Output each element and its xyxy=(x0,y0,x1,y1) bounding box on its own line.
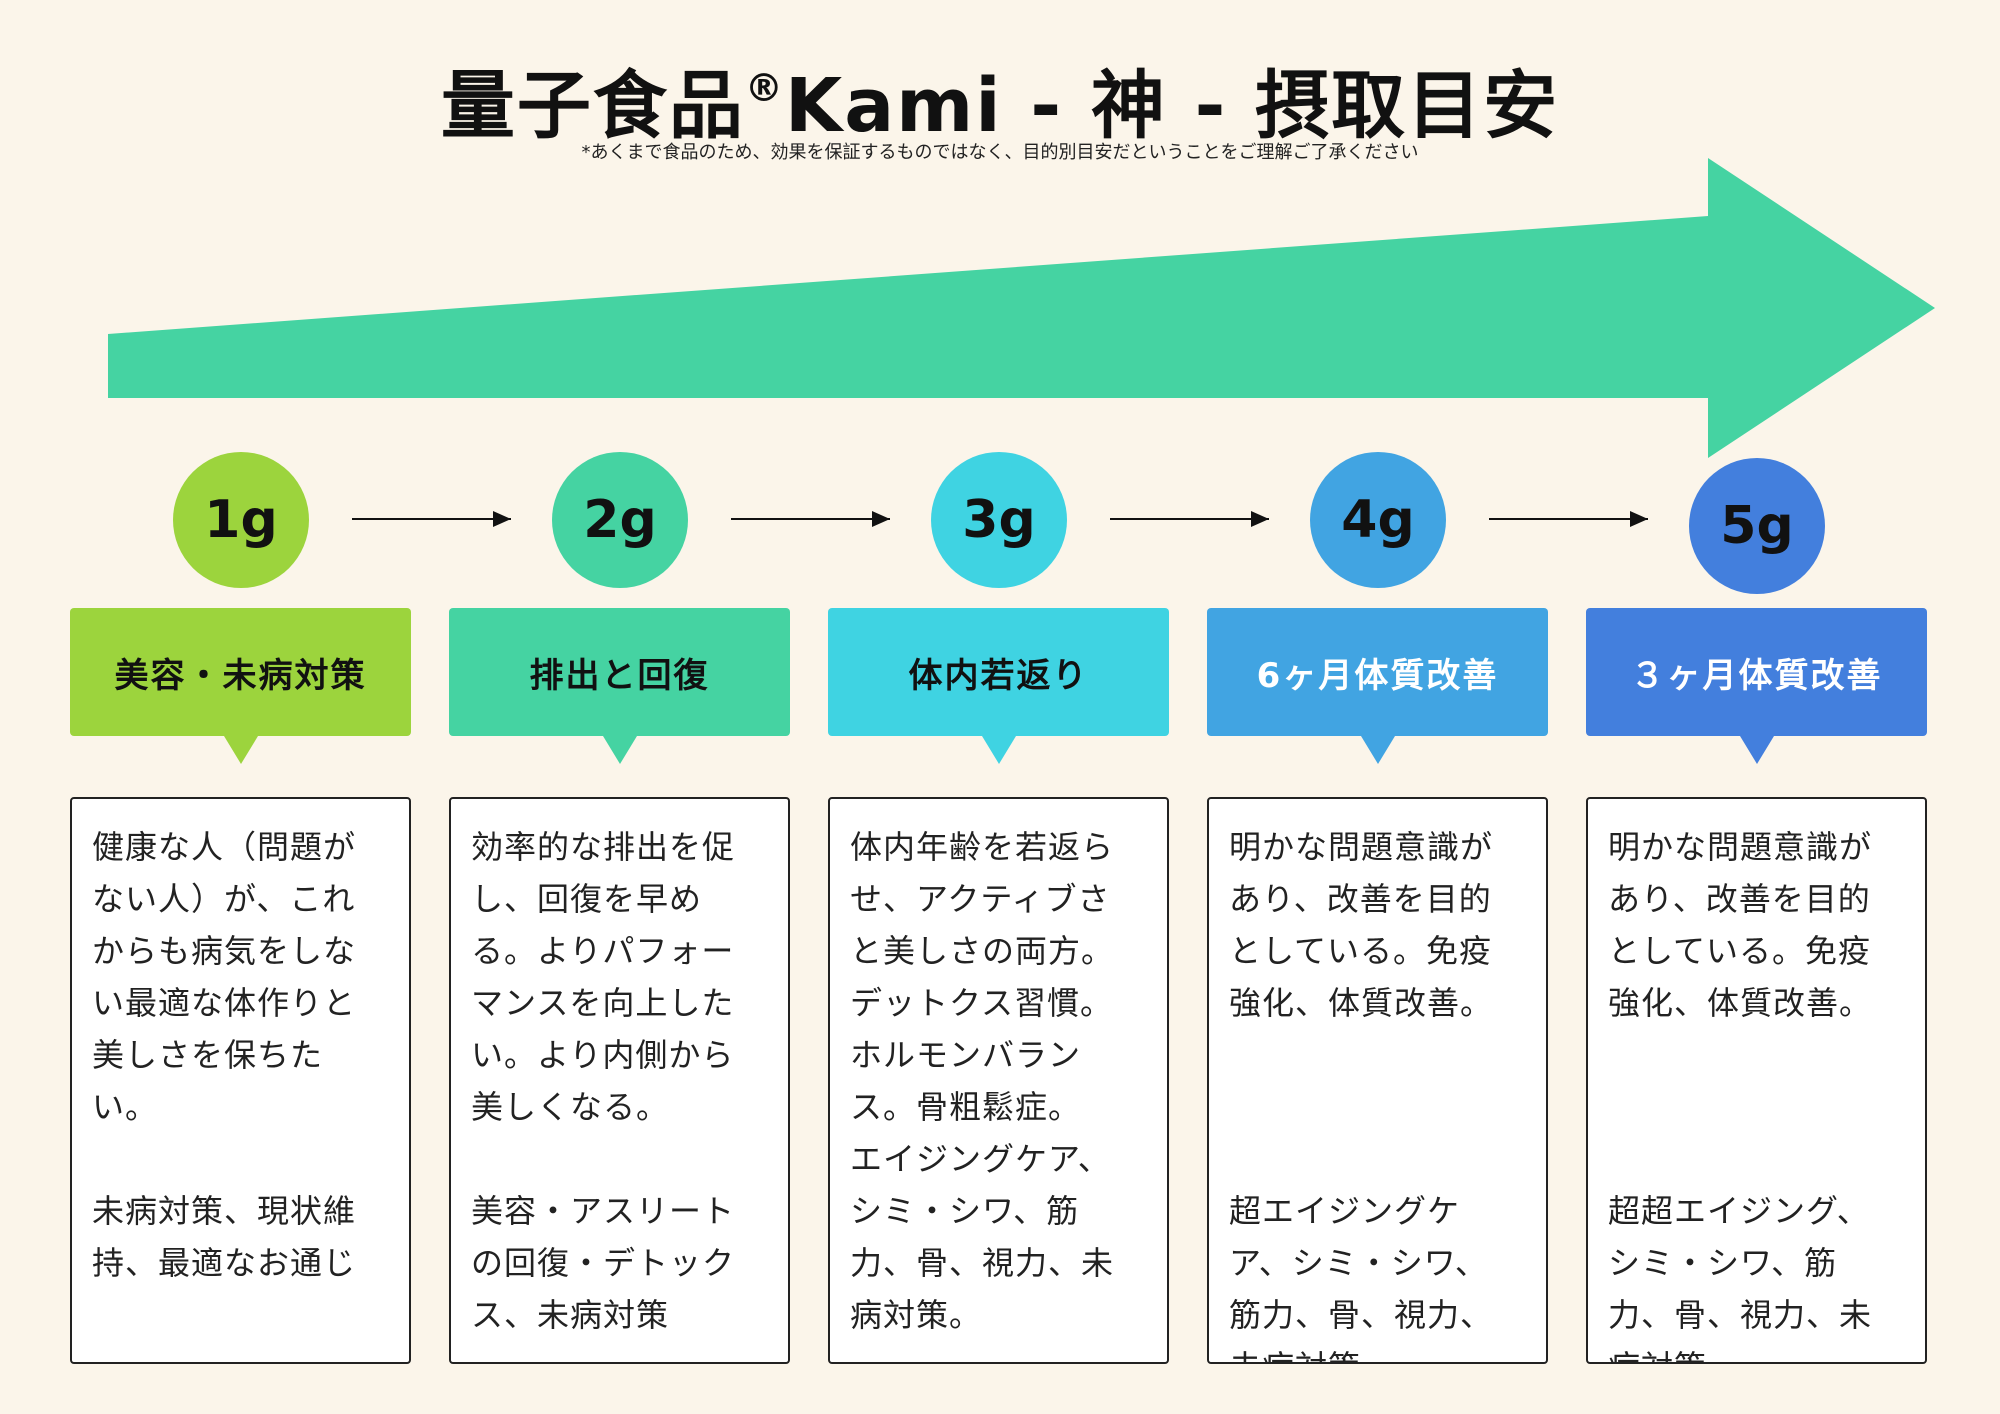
description-line: 明かな問題意識が xyxy=(1608,828,1873,866)
description-line: ア、シミ・シワ、 xyxy=(1229,1244,1488,1282)
label-text: 排出と回復 xyxy=(529,655,710,696)
description-line: 病対策。 xyxy=(1608,1341,1913,1362)
description-paragraph-1: 体内年齢を若返らせ、アクティブさと美しさの両方。デットクス習慣。ホルモンバランス… xyxy=(850,821,1155,1341)
description-line: あり、改善を目的 xyxy=(1229,880,1492,918)
description-line: 効率的な排出を促 xyxy=(471,828,736,866)
label-text: 体内若返り xyxy=(908,655,1089,696)
description-line: 明かな問題意識が xyxy=(1229,828,1494,866)
dose-circle-4g: 4g xyxy=(1310,452,1446,588)
description-line: 超超エイジング、 xyxy=(1608,1192,1870,1230)
description-card-1: 健康な人（問題がない人）が、これからも病気をしない最適な体作りと美しさを保ちたい… xyxy=(70,797,411,1364)
description-line: 筋力、骨、視力、 xyxy=(1229,1296,1494,1334)
description-line: 未病対策、現状維 xyxy=(92,1192,357,1230)
label-box-3: 体内若返り xyxy=(828,608,1169,764)
description-line: し、回復を早め xyxy=(471,880,703,918)
description-card-3: 体内年齢を若返らせ、アクティブさと美しさの両方。デットクス習慣。ホルモンバランス… xyxy=(828,797,1169,1364)
label-text: 美容・未病対策 xyxy=(114,655,367,696)
dose-circle-1g: 1g xyxy=(173,452,309,588)
description-line: 健康な人（問題が xyxy=(92,828,357,866)
label-box-4: 6ヶ月体質改善 xyxy=(1207,608,1548,764)
description-line: ホルモンバラン xyxy=(850,1036,1082,1074)
description-line: デットクス習慣。 xyxy=(850,984,1114,1022)
description-line: 美容・アスリート xyxy=(471,1192,736,1230)
label-pointer xyxy=(603,736,637,764)
description-line: せ、アクティブさ xyxy=(850,880,1111,918)
description-paragraph-2: 超超エイジング、シミ・シワ、筋力、骨、視力、未病対策。 xyxy=(1608,1185,1913,1362)
description-line: シミ・シワ、筋 xyxy=(1608,1244,1838,1282)
label-text: ３ヶ月体質改善 xyxy=(1630,655,1883,696)
description-line: と美しさの両方。 xyxy=(850,932,1115,970)
description-line: ない人）が、これ xyxy=(92,880,356,918)
description-line: ス。骨粗鬆症。 xyxy=(850,1088,1082,1126)
description-line: 美しくなる。 xyxy=(471,1088,670,1126)
description-line: マンスを向上した xyxy=(471,984,735,1022)
description-card-2: 効率的な排出を促し、回復を早める。よりパフォーマンスを向上したい。より内側から美… xyxy=(449,797,790,1364)
progress-arrow xyxy=(108,158,1935,458)
page-title: 量子食品®Kami - 神 - 摂取目安 xyxy=(440,63,1560,149)
description-line: エイジングケア、 xyxy=(850,1140,1111,1178)
description-line: あり、改善を目的 xyxy=(1608,880,1871,918)
disclaimer: *あくまで食品のため、効果を保証するものではなく、目的別目安だということをご理解… xyxy=(581,142,1419,163)
description-line: 体内年齢を若返ら xyxy=(850,828,1115,866)
label-box-2: 排出と回復 xyxy=(449,608,790,764)
description-paragraph-2: 美容・アスリートの回復・デトックス、未病対策 xyxy=(471,1185,776,1341)
description-line: い最適な体作りと xyxy=(92,984,357,1022)
description-paragraph-1: 明かな問題意識があり、改善を目的としている。免疫強化、体質改善。 xyxy=(1608,821,1913,1029)
description-line: としている。免疫 xyxy=(1608,932,1872,970)
description-paragraph-2: 未病対策、現状維持、最適なお通じ xyxy=(92,1185,397,1289)
description-line: 美しさを保ちた xyxy=(92,1036,324,1074)
description-line: 強化、体質改善。 xyxy=(1608,984,1873,1022)
description-line: ス、未病対策 xyxy=(471,1296,670,1334)
description-line: 力、骨、視力、未 xyxy=(1608,1296,1873,1334)
description-line: る。よりパフォー xyxy=(471,932,735,970)
dose-circle-5g: 5g xyxy=(1689,458,1825,594)
label-text: 6ヶ月体質改善 xyxy=(1256,655,1499,696)
label-pointer xyxy=(982,736,1016,764)
description-paragraph-1: 健康な人（問題がない人）が、これからも病気をしない最適な体作りと美しさを保ちたい… xyxy=(92,821,397,1133)
description-line: からも病気をしな xyxy=(92,932,357,970)
description-line: の回復・デトック xyxy=(471,1244,736,1282)
description-line: 超エイジングケ xyxy=(1229,1192,1461,1230)
registered-mark: ® xyxy=(744,66,785,110)
description-card-5: 明かな問題意識があり、改善を目的としている。免疫強化、体質改善。 超超エイジング… xyxy=(1586,797,1927,1364)
description-line: 力、骨、視力、未 xyxy=(850,1244,1115,1282)
step-connectors xyxy=(352,511,1648,527)
description-line: シミ・シワ、筋 xyxy=(850,1192,1080,1230)
description-card-4: 明かな問題意識があり、改善を目的としている。免疫強化、体質改善。 超エイジングケ… xyxy=(1207,797,1548,1364)
label-pointer xyxy=(224,736,258,764)
label-box-1: 美容・未病対策 xyxy=(70,608,411,764)
description-paragraph-1: 明かな問題意識があり、改善を目的としている。免疫強化、体質改善。 xyxy=(1229,821,1534,1029)
label-box-5: ３ヶ月体質改善 xyxy=(1586,608,1927,764)
description-line: 未病対策。 xyxy=(1229,1341,1534,1362)
label-pointer xyxy=(1361,736,1395,764)
dose-circle-2g: 2g xyxy=(552,452,688,588)
description-line: 持、最適なお通じ xyxy=(92,1244,357,1282)
description-line: い。 xyxy=(92,1088,159,1126)
description-line: としている。免疫 xyxy=(1229,932,1493,970)
label-pointer xyxy=(1740,736,1774,764)
description-line: 強化、体質改善。 xyxy=(1229,984,1494,1022)
description-line: い。より内側から xyxy=(471,1036,735,1074)
dose-circle-3g: 3g xyxy=(931,452,1067,588)
description-paragraph-1: 効率的な排出を促し、回復を早める。よりパフォーマンスを向上したい。より内側から美… xyxy=(471,821,776,1133)
description-line: 病対策。 xyxy=(850,1296,983,1334)
